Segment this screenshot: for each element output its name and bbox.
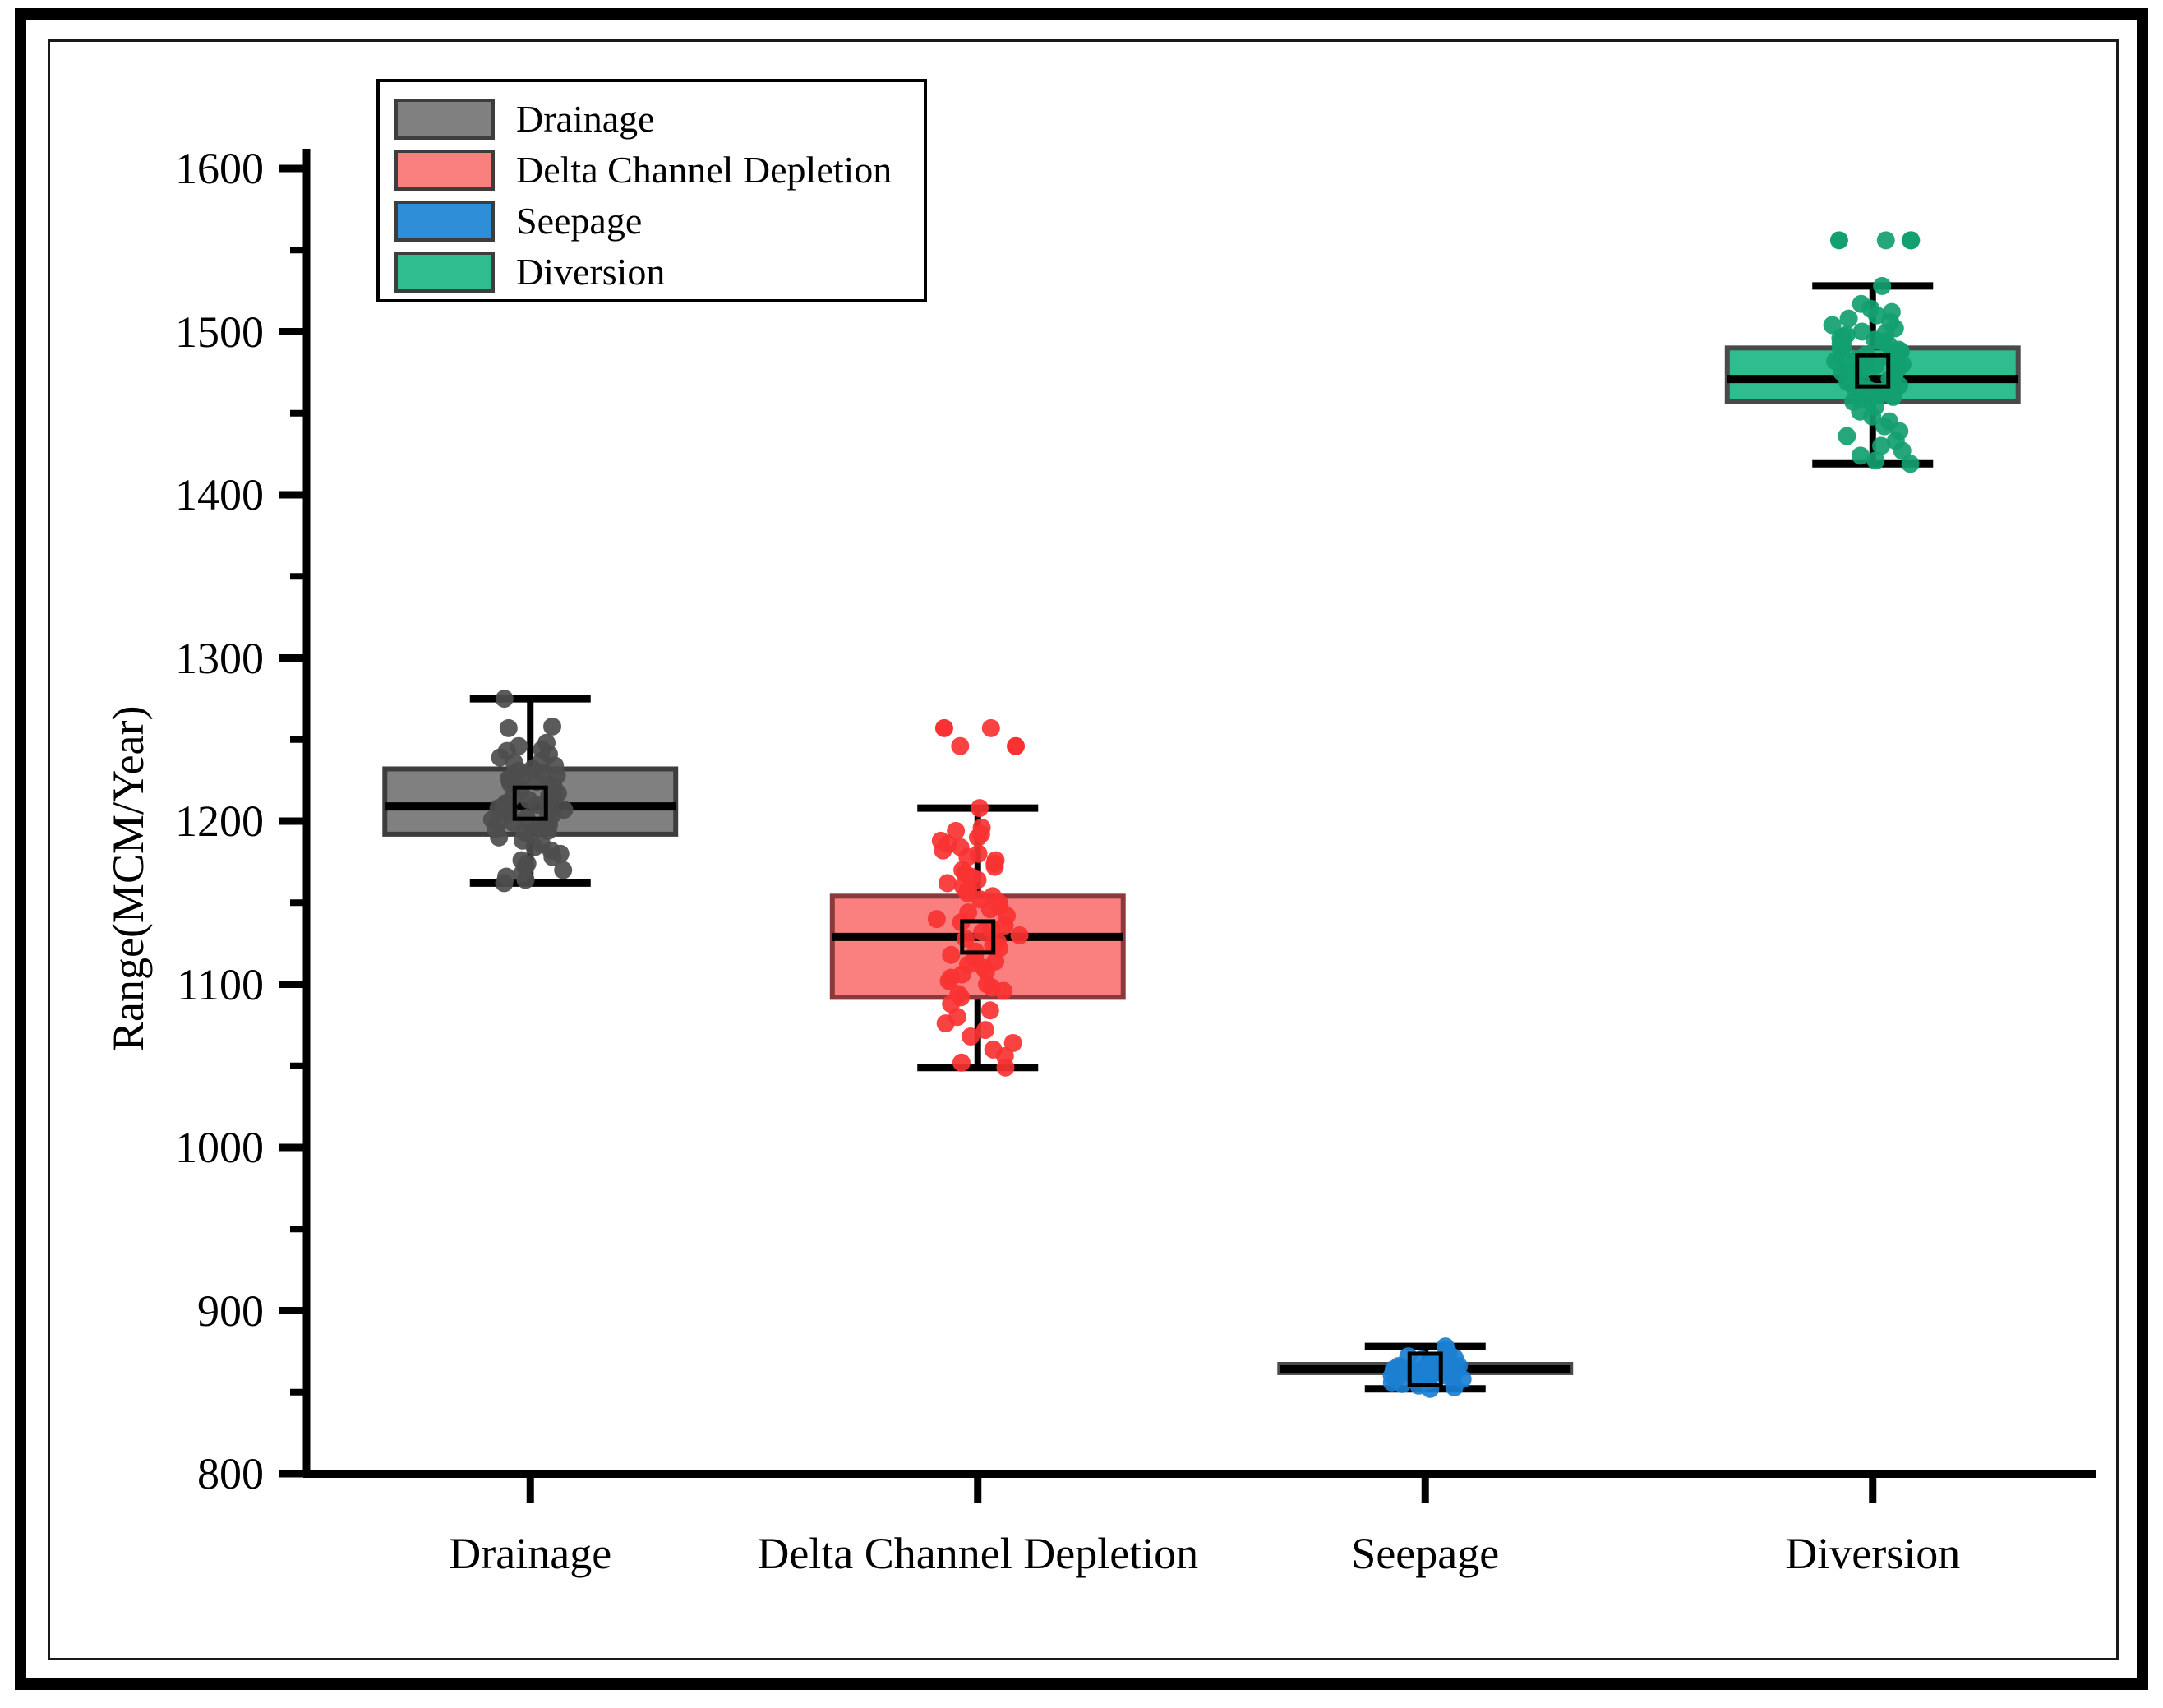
y-tick-label-1100: 1100 xyxy=(177,959,264,1009)
boxplot-svg xyxy=(279,149,2096,1503)
legend-swatch-drainage xyxy=(394,99,495,140)
legend-label-drainage: Drainage xyxy=(516,98,655,140)
y-axis-title: Range(MCM/Year) xyxy=(104,705,153,1051)
y-tick-label-1400: 1400 xyxy=(175,470,264,519)
y-tick-label-800: 800 xyxy=(197,1449,264,1498)
legend-swatch-seepage xyxy=(394,201,495,242)
legend-label-seepage: Seepage xyxy=(516,200,643,242)
legend-swatch-diversion xyxy=(394,252,495,293)
y-tick-label-900: 900 xyxy=(197,1286,264,1336)
x-tick-label-diversion: Diversion xyxy=(1785,1529,1961,1578)
y-tick-label-1300: 1300 xyxy=(175,633,264,683)
y-tick-label-1200: 1200 xyxy=(175,796,264,846)
y-tick-label-1500: 1500 xyxy=(175,307,264,357)
legend-item-drainage: Drainage xyxy=(394,94,924,145)
legend-swatch-delta-channel-depletion xyxy=(394,150,495,191)
legend-item-seepage: Seepage xyxy=(394,196,924,247)
x-tick-label-delta-channel-depletion: Delta Channel Depletion xyxy=(757,1529,1199,1578)
y-tick-label-1600: 1600 xyxy=(175,144,264,193)
legend-label-diversion: Diversion xyxy=(516,251,666,293)
y-tick-label-1000: 1000 xyxy=(175,1123,264,1172)
x-tick-label-drainage: Drainage xyxy=(449,1529,612,1578)
legend-label-delta-channel-depletion: Delta Channel Depletion xyxy=(516,149,892,191)
chart-legend: Drainage Delta Channel Depletion Seepage… xyxy=(376,79,927,302)
x-tick-label-seepage: Seepage xyxy=(1351,1529,1500,1578)
legend-item-diversion: Diversion xyxy=(394,247,924,298)
outer-frame-border xyxy=(15,8,2148,1690)
plot-area: 1600 1500 1400 1300 1200 1100 1000 900 800 Drain… xyxy=(50,42,2116,1658)
legend-item-delta-channel-depletion: Delta Channel Depletion xyxy=(394,145,924,196)
inner-frame-border: 1600 1500 1400 1300 1200 1100 1000 900 800 Drain… xyxy=(48,39,2119,1660)
